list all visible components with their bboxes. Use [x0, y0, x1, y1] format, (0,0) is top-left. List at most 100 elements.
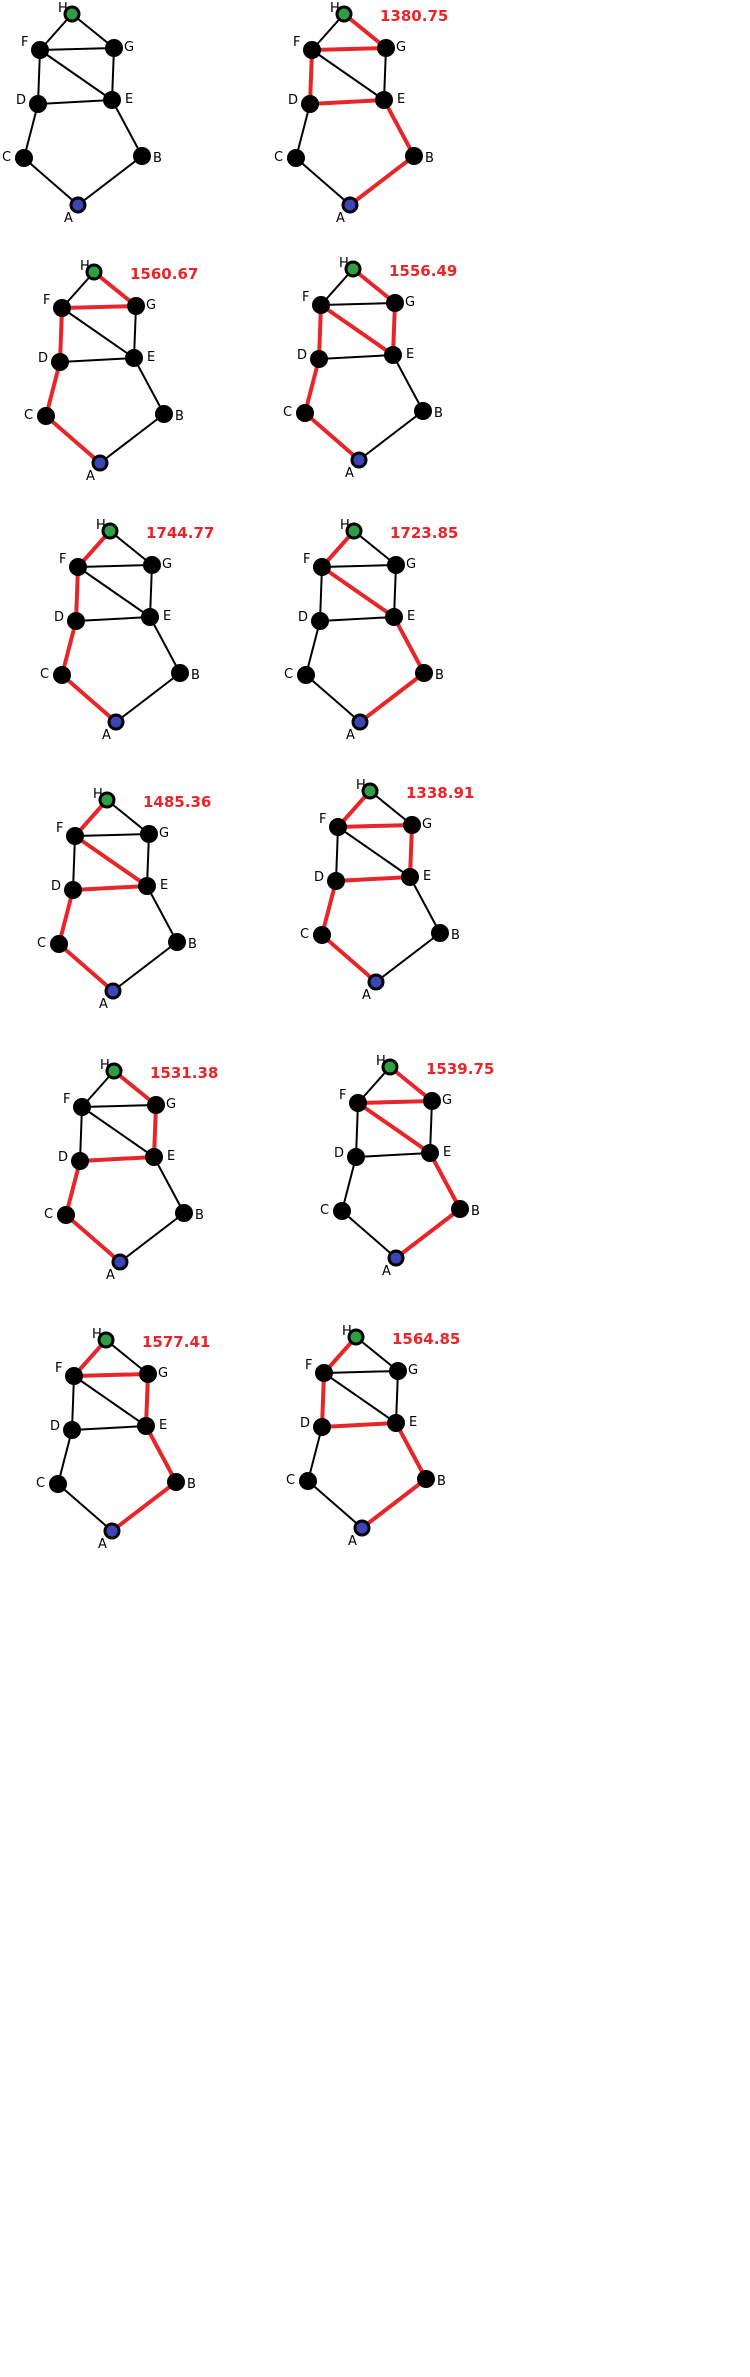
- path-edge-a-c: [303, 411, 361, 462]
- node-label-f: F: [293, 35, 300, 50]
- node-label-c: C: [36, 1476, 45, 1491]
- path-edge-c-d: [303, 357, 321, 415]
- node-c: [53, 666, 71, 684]
- path-edge-f-g: [60, 304, 138, 310]
- node-label-f: F: [43, 293, 50, 308]
- node-f: [53, 299, 71, 317]
- node-h: [381, 1058, 399, 1076]
- path-edge-a-c: [57, 942, 115, 993]
- path-length-label: 1380.75: [380, 7, 448, 25]
- node-label-b: B: [471, 1204, 480, 1219]
- node-label-d: D: [16, 93, 26, 108]
- node-h: [105, 1062, 123, 1080]
- node-label-h: H: [80, 259, 90, 274]
- node-g: [147, 1096, 165, 1114]
- path-edge-b-e: [392, 615, 426, 675]
- node-g: [139, 1365, 157, 1383]
- edge-b-a: [77, 155, 143, 206]
- path-edge-a-b: [394, 1207, 462, 1260]
- node-h: [63, 5, 81, 23]
- edge-d-e: [75, 616, 151, 622]
- path-length-label: 1577.41: [142, 1333, 210, 1351]
- node-f: [66, 827, 84, 845]
- node-label-b: B: [153, 151, 162, 166]
- path-edge-d-f: [58, 306, 64, 364]
- edge-e-b: [409, 876, 441, 934]
- edge-f-e: [39, 49, 113, 101]
- node-label-c: C: [2, 150, 11, 165]
- node-label-b: B: [191, 668, 200, 683]
- node-f: [349, 1094, 367, 1112]
- path-edge-f-g: [356, 1099, 434, 1105]
- node-a: [350, 451, 368, 469]
- node-label-b: B: [188, 937, 197, 952]
- edge-e-b: [149, 616, 181, 674]
- node-b: [175, 1204, 193, 1222]
- node-label-b: B: [175, 409, 184, 424]
- node-h: [347, 1328, 365, 1346]
- node-label-c: C: [320, 1203, 329, 1218]
- node-d: [51, 353, 69, 371]
- node-g: [377, 39, 395, 57]
- node-label-g: G: [166, 1097, 176, 1112]
- node-g: [105, 39, 123, 57]
- node-label-d: D: [54, 610, 64, 625]
- edge-b-a: [112, 941, 178, 992]
- node-a: [353, 1519, 371, 1537]
- node-label-a: A: [345, 466, 354, 481]
- node-f: [31, 41, 49, 59]
- node-label-c: C: [274, 150, 283, 165]
- node-label-c: C: [283, 405, 292, 420]
- edge-d-e: [37, 99, 113, 105]
- node-d: [71, 1152, 89, 1170]
- node-c: [287, 149, 305, 167]
- path-length-label: 1744.77: [146, 524, 214, 542]
- node-label-e: E: [159, 1418, 167, 1433]
- node-label-d: D: [50, 1419, 60, 1434]
- node-label-c: C: [300, 927, 309, 942]
- node-e: [385, 608, 403, 626]
- edge-h-g: [71, 13, 115, 49]
- node-label-e: E: [167, 1149, 175, 1164]
- path-edge-a-c: [64, 1213, 122, 1264]
- node-label-g: G: [158, 1366, 168, 1381]
- node-label-a: A: [106, 1268, 115, 1283]
- node-label-e: E: [423, 869, 431, 884]
- node-a: [367, 973, 385, 991]
- path-edge-b-e: [394, 1421, 428, 1481]
- edge-d-c: [307, 1426, 323, 1482]
- node-label-g: G: [159, 826, 169, 841]
- node-label-e: E: [147, 350, 155, 365]
- node-g: [389, 1362, 407, 1380]
- node-label-b: B: [195, 1208, 204, 1223]
- node-h: [335, 5, 353, 23]
- edge-b-a: [99, 413, 165, 464]
- node-g: [403, 816, 421, 834]
- node-e: [125, 349, 143, 367]
- node-c: [313, 926, 331, 944]
- edge-f-e: [323, 1372, 397, 1424]
- node-a: [341, 196, 359, 214]
- path-edge-e-f: [356, 1101, 432, 1155]
- path-edge-f-g: [310, 46, 388, 52]
- node-label-b: B: [435, 668, 444, 683]
- node-label-f: F: [55, 1361, 62, 1376]
- edge-h-g: [353, 530, 397, 566]
- node-d: [311, 612, 329, 630]
- node-label-f: F: [339, 1088, 346, 1103]
- node-label-d: D: [288, 93, 298, 108]
- node-b: [167, 1473, 185, 1491]
- node-label-e: E: [163, 609, 171, 624]
- node-label-g: G: [406, 557, 416, 572]
- edge-e-b: [153, 1156, 185, 1214]
